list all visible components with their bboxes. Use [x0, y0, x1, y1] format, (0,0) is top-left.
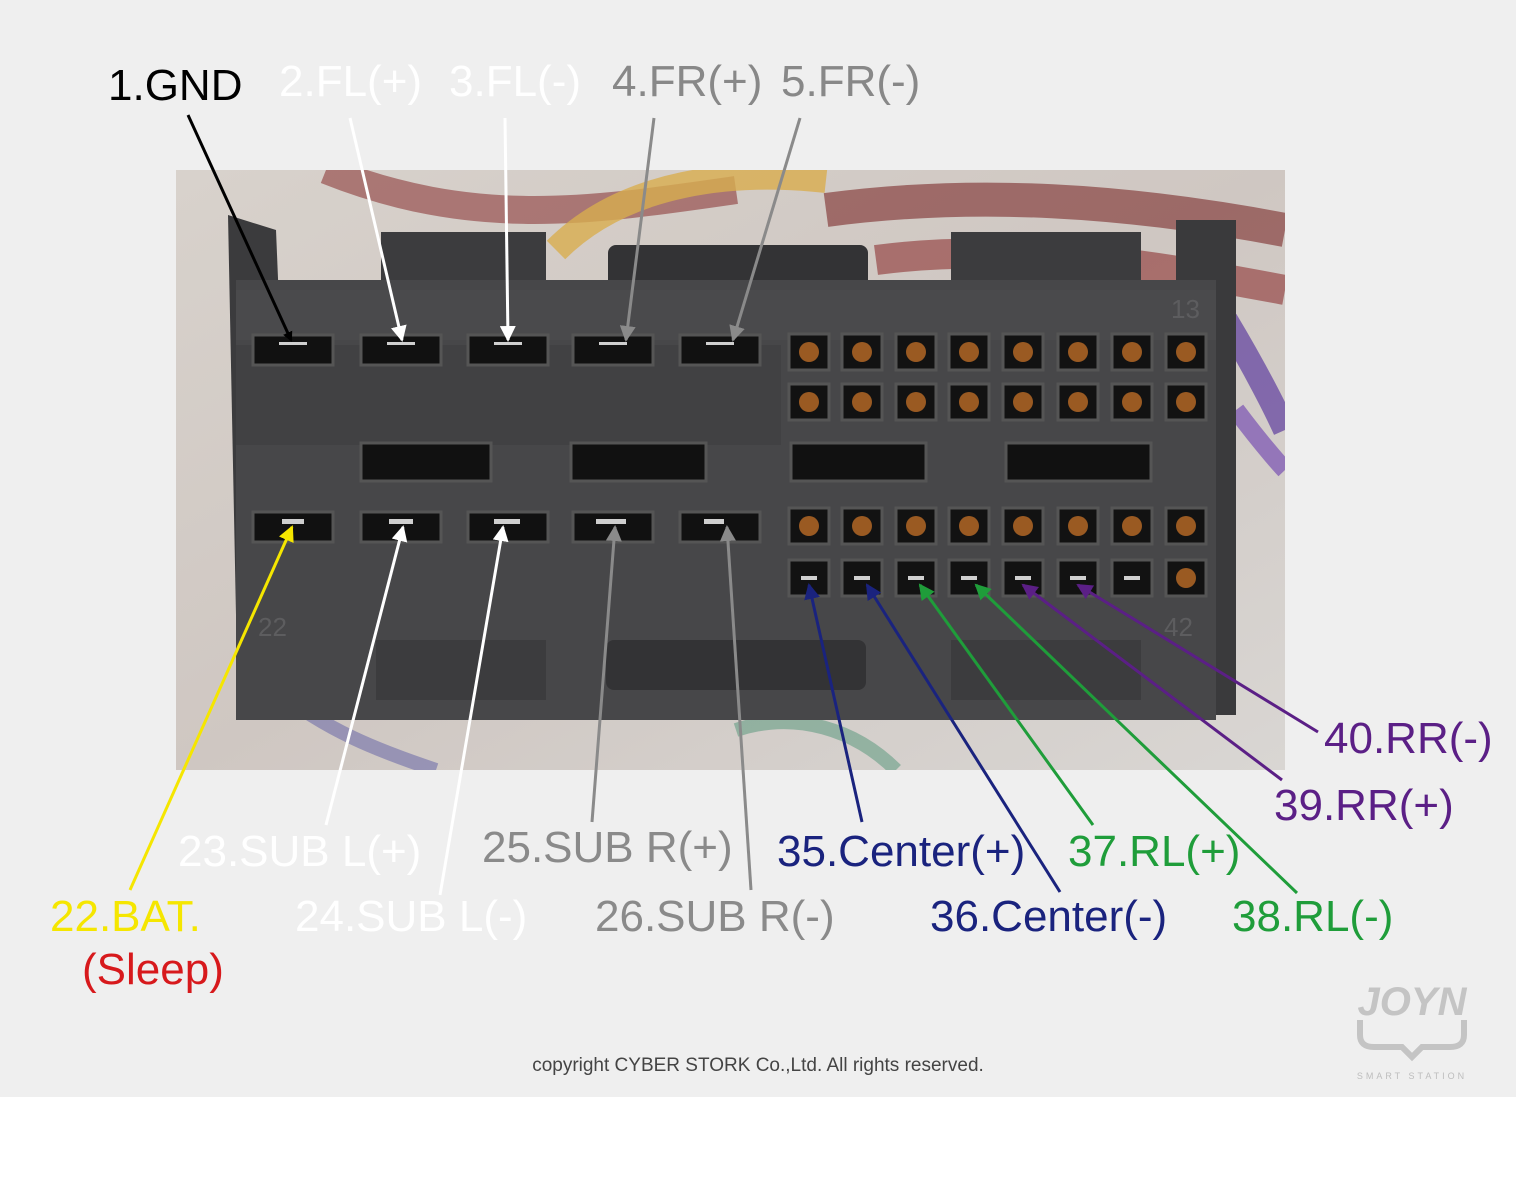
pin-contact: [1176, 516, 1196, 536]
arrow-fr-minus: [729, 117, 802, 342]
arrow-fl-minus: [499, 117, 516, 342]
middle-long-slots: [359, 441, 1153, 483]
pin-contact: [1122, 516, 1142, 536]
pin-contact: [1013, 516, 1033, 536]
mark-13: 13: [1171, 294, 1200, 324]
label-sleep: (Sleep): [82, 945, 224, 994]
mark-22: 22: [258, 612, 287, 642]
pin-cell: [1164, 332, 1208, 372]
connector-photo: 13 22 42: [176, 170, 1285, 770]
pin-contact: [1122, 392, 1142, 412]
pin-terminal: [854, 576, 870, 580]
pin-contact: [852, 392, 872, 412]
pin-contact: [959, 342, 979, 362]
label-rr-minus: 40.RR(-): [1324, 714, 1493, 763]
pin-contact: [959, 392, 979, 412]
label-center-plus: 35.Center(+): [777, 827, 1026, 876]
label-subr-minus: 26.SUB R(-): [595, 892, 835, 941]
label-fl-plus: 2.FL(+): [279, 57, 423, 106]
label-rl-plus: 37.RL(+): [1068, 827, 1241, 876]
pin-terminal: [1015, 576, 1031, 580]
joyn-logo: JOYN SMART STATION: [1357, 980, 1468, 1081]
label-bat: 22.BAT.: [50, 892, 201, 941]
label-rr-plus: 39.RR(+): [1274, 781, 1454, 830]
mark-42: 42: [1164, 612, 1193, 642]
label-gnd: 1.GND: [108, 61, 243, 110]
logo-brand: JOYN: [1358, 980, 1468, 1024]
label-fr-minus: 5.FR(-): [781, 57, 921, 106]
arrow-fl-plus: [348, 117, 407, 342]
arrow-fr-plus: [619, 117, 656, 342]
pin-contact: [1068, 342, 1088, 362]
pin-cell: [840, 382, 884, 422]
pin-cell: [1001, 332, 1045, 372]
arrow-subr-minus: [719, 525, 753, 891]
pin-contact: [1176, 568, 1196, 588]
label-rl-minus: 38.RL(-): [1232, 892, 1394, 941]
copyright-text: copyright CYBER STORK Co.,Ltd. All right…: [532, 1055, 984, 1076]
pin-cell: [1056, 382, 1100, 422]
label-fr-plus: 4.FR(+): [612, 57, 763, 106]
pin-grid: [787, 332, 1208, 598]
pin-contact: [1068, 392, 1088, 412]
arrow-rl-minus: [974, 583, 1299, 895]
pin-contact: [799, 342, 819, 362]
pin-cell: [787, 506, 831, 546]
arrow-subl-plus: [324, 525, 408, 826]
pin-contact: [799, 516, 819, 536]
pin-contact: [1068, 516, 1088, 536]
label-center-minus: 36.Center(-): [930, 892, 1168, 941]
pin-terminal: [1124, 576, 1140, 580]
pin-contact: [1176, 342, 1196, 362]
pin-terminal: [801, 576, 817, 580]
pin-cell: [1164, 506, 1208, 546]
pin-contact: [1013, 392, 1033, 412]
arrow-rr-minus: [1076, 583, 1319, 734]
pin-cell: [947, 506, 991, 546]
pin-terminal: [1070, 576, 1086, 580]
pin-contact: [906, 392, 926, 412]
pin-contact: [1122, 342, 1142, 362]
label-fl-minus: 3.FL(-): [449, 57, 581, 106]
pin-contact: [799, 392, 819, 412]
arrow-subl-minus: [438, 525, 509, 896]
pin-terminal: [961, 576, 977, 580]
pin-contact: [852, 516, 872, 536]
label-subl-minus: 24.SUB L(-): [295, 892, 528, 941]
arrow-rl-plus: [918, 583, 1095, 826]
arrow-subr-plus: [590, 525, 622, 823]
arrow-center-plus: [804, 583, 864, 823]
pin-contact: [1013, 342, 1033, 362]
pin-contact: [1176, 392, 1196, 412]
arrow-bat: [128, 525, 294, 891]
pin-contact: [906, 342, 926, 362]
pin-terminal: [908, 576, 924, 580]
row1-large-slots: [251, 333, 762, 367]
pin-contact: [959, 516, 979, 536]
arrow-center-minus: [865, 583, 1062, 893]
pin-contact: [906, 516, 926, 536]
pin-cell: [1056, 506, 1100, 546]
label-subr-plus: 25.SUB R(+): [482, 823, 733, 872]
arrow-gnd: [186, 114, 293, 342]
pin-contact: [852, 342, 872, 362]
arrow-rr-plus: [1021, 583, 1283, 782]
label-subl-plus: 23.SUB L(+): [178, 827, 422, 876]
logo-tagline: SMART STATION: [1357, 1071, 1467, 1081]
